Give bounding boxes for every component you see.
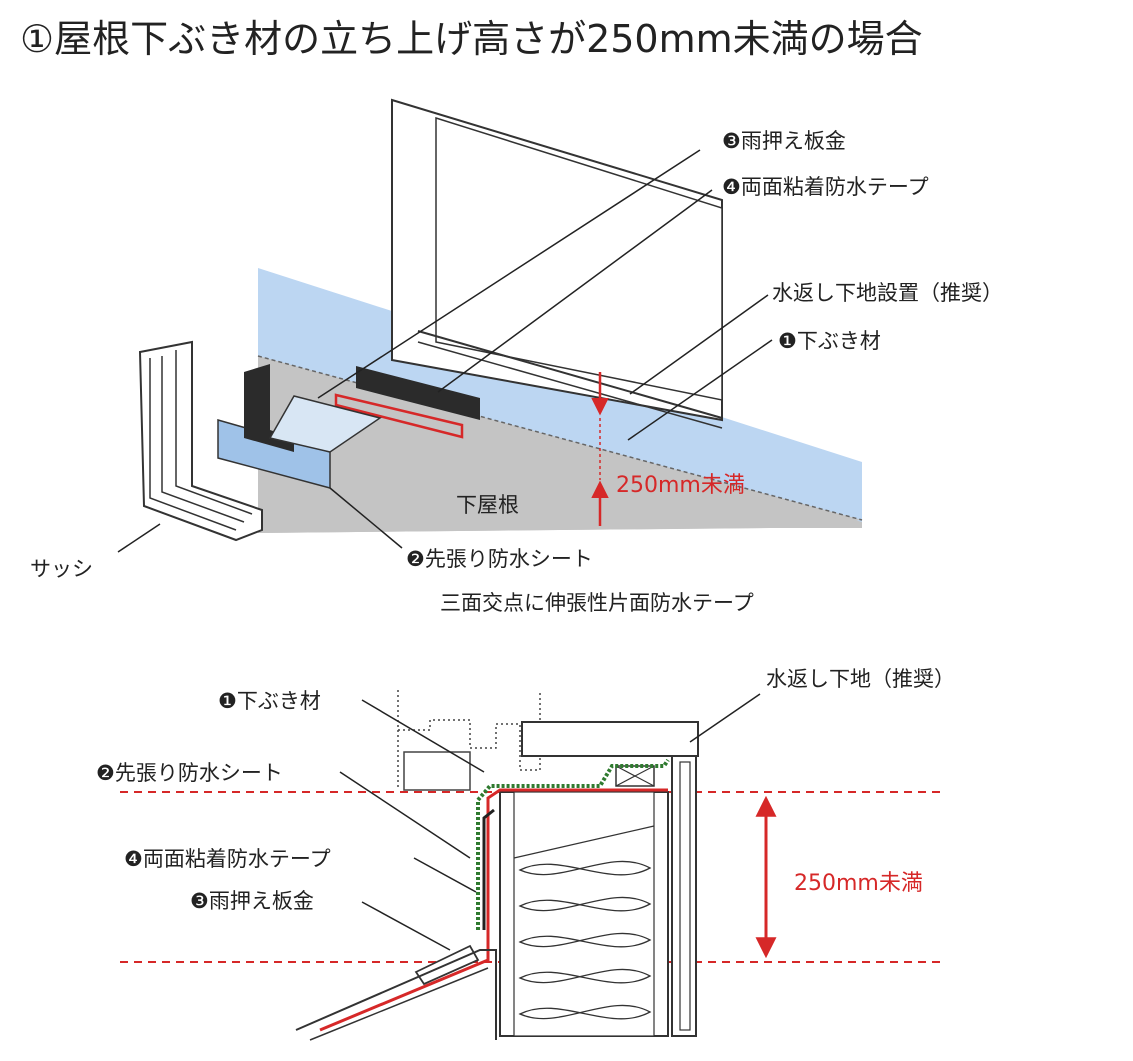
roof-slope-lower (309, 967, 489, 1041)
label-pre-sheet-top: ❷先張り防水シート (406, 547, 593, 571)
label-mizugaeshi-top: 水返し下地設置（推奨） (772, 281, 1003, 305)
sash-frame-section (403, 751, 471, 791)
label-underlayment-top: ❶下ぶき材 (778, 329, 881, 353)
mizugaeshi-sill-line-lower (417, 341, 723, 429)
roof-wall-joint-line (257, 355, 863, 521)
leader-line-mizugaeshi-bottom (689, 693, 761, 743)
pre-applied-sheet-line (476, 758, 670, 930)
label-stretch-tape-note: 三面交点に伸張性片面防水テープ (440, 591, 754, 615)
exterior-wall-board (671, 755, 697, 1037)
roof-slope (295, 949, 497, 1040)
brace-line (513, 825, 655, 859)
dim-label-bottom: 250mm未満 (794, 871, 923, 896)
underlayment-line (319, 788, 668, 1032)
corner-flashing-piece (244, 364, 294, 452)
label-double-tape-bottom: ❹両面粘着防水テープ (124, 847, 331, 871)
sash-profile (397, 690, 541, 790)
wall-board-inner (679, 761, 691, 1031)
window-sill-board (521, 721, 699, 757)
leader-line-2-top (329, 487, 403, 549)
leader-line-2-bottom (339, 771, 471, 859)
mizugaeshi-cross (615, 765, 655, 787)
label-mizugaeshi-bottom: 水返し下地（推奨） (766, 667, 955, 691)
step-flashing (268, 395, 382, 453)
label-underlayment-bottom: ❶下ぶき材 (218, 689, 321, 713)
leader-line-4-top (437, 189, 713, 393)
leader-line-4-bottom (413, 857, 477, 893)
leader-line-mizugaeshi-top (629, 294, 769, 395)
label-pre-sheet-bottom: ❷先張り防水シート (96, 761, 283, 785)
label-rain-flashing-bottom: ❸雨押え板金 (190, 889, 314, 913)
double-sided-tape-red (334, 393, 464, 439)
mizugaeshi-sill-line (417, 330, 723, 419)
top-illustration (117, 98, 863, 553)
rain-flashing-piece (356, 366, 480, 420)
leader-line-1-bottom (361, 699, 485, 773)
insulation-cavity (513, 791, 655, 1037)
label-sash: サッシ (30, 557, 93, 581)
window-opening (435, 116, 723, 401)
leader-line-3-bottom (361, 901, 451, 951)
dim-label-top: 250mm未満 (616, 473, 745, 498)
page-title: ①屋根下ぶき材の立ち上げ高さが250mm未満の場合 (20, 17, 923, 61)
label-rain-flashing-top: ❸雨押え板金 (722, 129, 846, 153)
sash-corner (138, 340, 263, 542)
leader-line-3-top (317, 149, 701, 399)
label-lower-roof: 下屋根 (456, 493, 519, 517)
insulation-waves (518, 860, 652, 1020)
double-tape-line (482, 808, 495, 930)
bottom-section (120, 690, 940, 1041)
leader-line-1-top (627, 339, 773, 441)
label-double-tape-top: ❹両面粘着防水テープ (722, 175, 929, 199)
leader-line-sash (117, 523, 161, 553)
